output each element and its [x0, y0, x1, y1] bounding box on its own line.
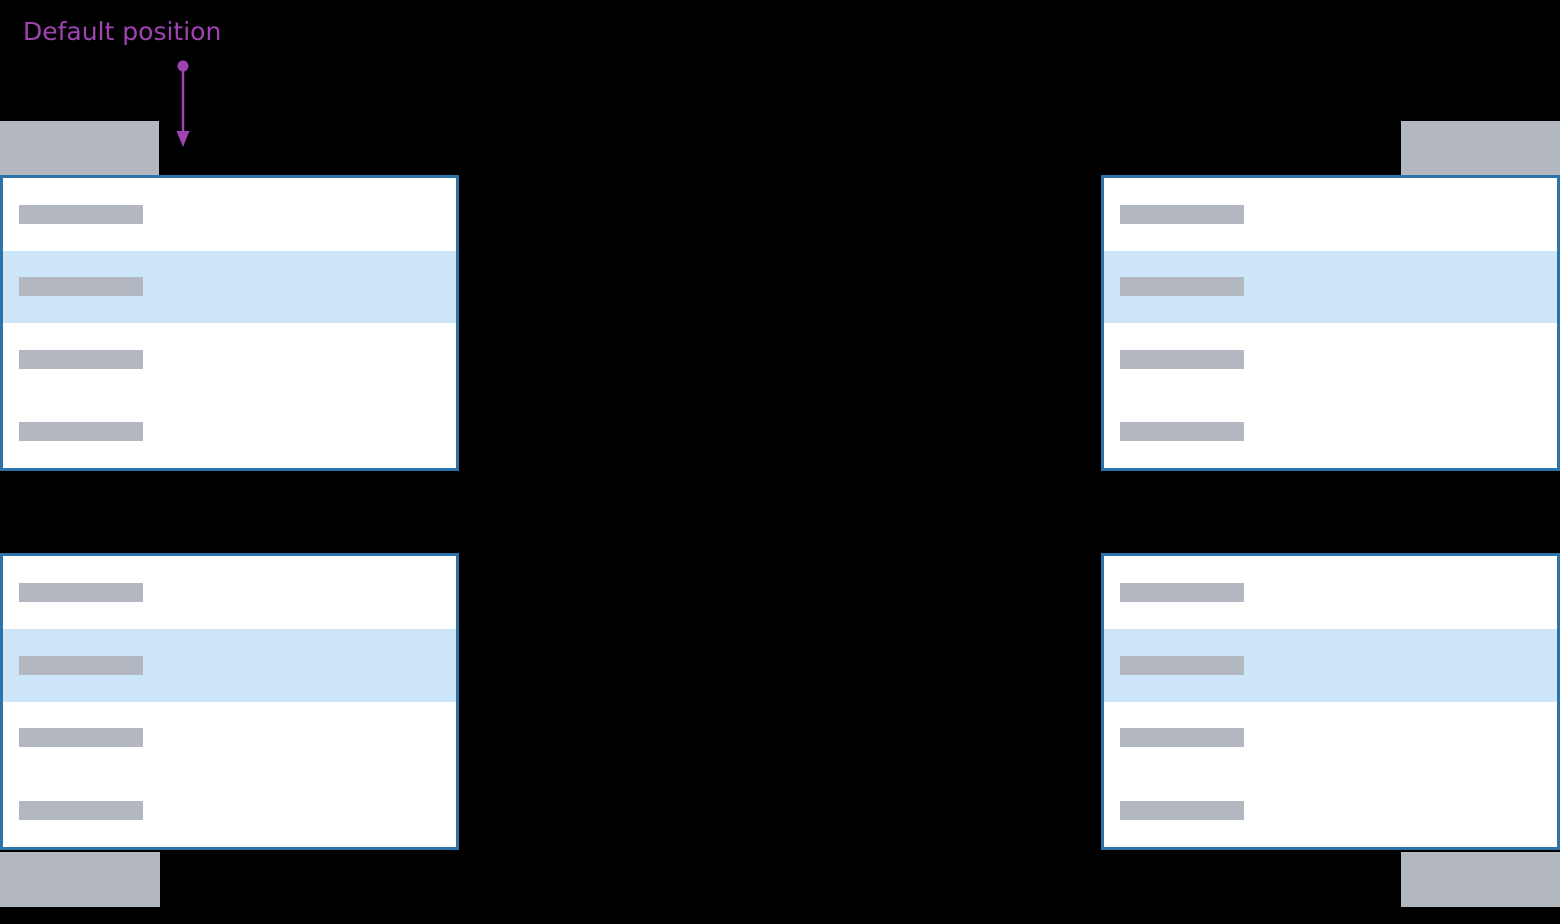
menu-item[interactable]: [1104, 323, 1557, 396]
dropdown-trigger-bottom-right[interactable]: [1401, 852, 1560, 907]
placeholder-text-bar: [1120, 349, 1244, 369]
arrow-down-icon: [176, 60, 190, 147]
dropdown-menu-top-right: [1101, 175, 1560, 471]
placeholder-text-bar: [19, 728, 143, 748]
menu-item-selected[interactable]: [3, 628, 456, 702]
menu-item-selected[interactable]: [1104, 628, 1557, 702]
default-position-label: Default position: [23, 17, 222, 46]
menu-item[interactable]: [1104, 396, 1557, 469]
placeholder-text-bar: [19, 582, 143, 602]
menu-item-selected[interactable]: [3, 250, 456, 323]
placeholder-text-bar: [1120, 204, 1244, 224]
dropdown-trigger-top-right[interactable]: [1401, 121, 1560, 175]
menu-item[interactable]: [3, 396, 456, 469]
menu-item[interactable]: [3, 556, 456, 629]
dropdown-menu-top-left: [0, 175, 459, 471]
menu-item[interactable]: [1104, 178, 1557, 251]
placeholder-text-bar: [19, 655, 143, 675]
placeholder-text-bar: [1120, 801, 1244, 821]
placeholder-text-bar: [1120, 422, 1244, 442]
menu-item[interactable]: [1104, 702, 1557, 775]
menu-item[interactable]: [3, 774, 456, 847]
menu-item[interactable]: [3, 178, 456, 251]
placeholder-text-bar: [1120, 582, 1244, 602]
placeholder-text-bar: [19, 801, 143, 821]
menu-item[interactable]: [3, 702, 456, 775]
placeholder-text-bar: [19, 349, 143, 369]
placeholder-text-bar: [1120, 728, 1244, 748]
placeholder-text-bar: [19, 422, 143, 442]
dropdown-trigger-top-left[interactable]: [0, 121, 159, 175]
placeholder-text-bar: [19, 277, 143, 297]
menu-item[interactable]: [3, 323, 456, 396]
menu-item[interactable]: [1104, 774, 1557, 847]
menu-item-selected[interactable]: [1104, 250, 1557, 323]
placeholder-text-bar: [1120, 277, 1244, 297]
placeholder-text-bar: [19, 204, 143, 224]
dropdown-trigger-bottom-left[interactable]: [0, 852, 160, 907]
dropdown-menu-bottom-right: [1101, 553, 1560, 850]
menu-item[interactable]: [1104, 556, 1557, 629]
placeholder-text-bar: [1120, 655, 1244, 675]
dropdown-menu-bottom-left: [0, 553, 459, 850]
